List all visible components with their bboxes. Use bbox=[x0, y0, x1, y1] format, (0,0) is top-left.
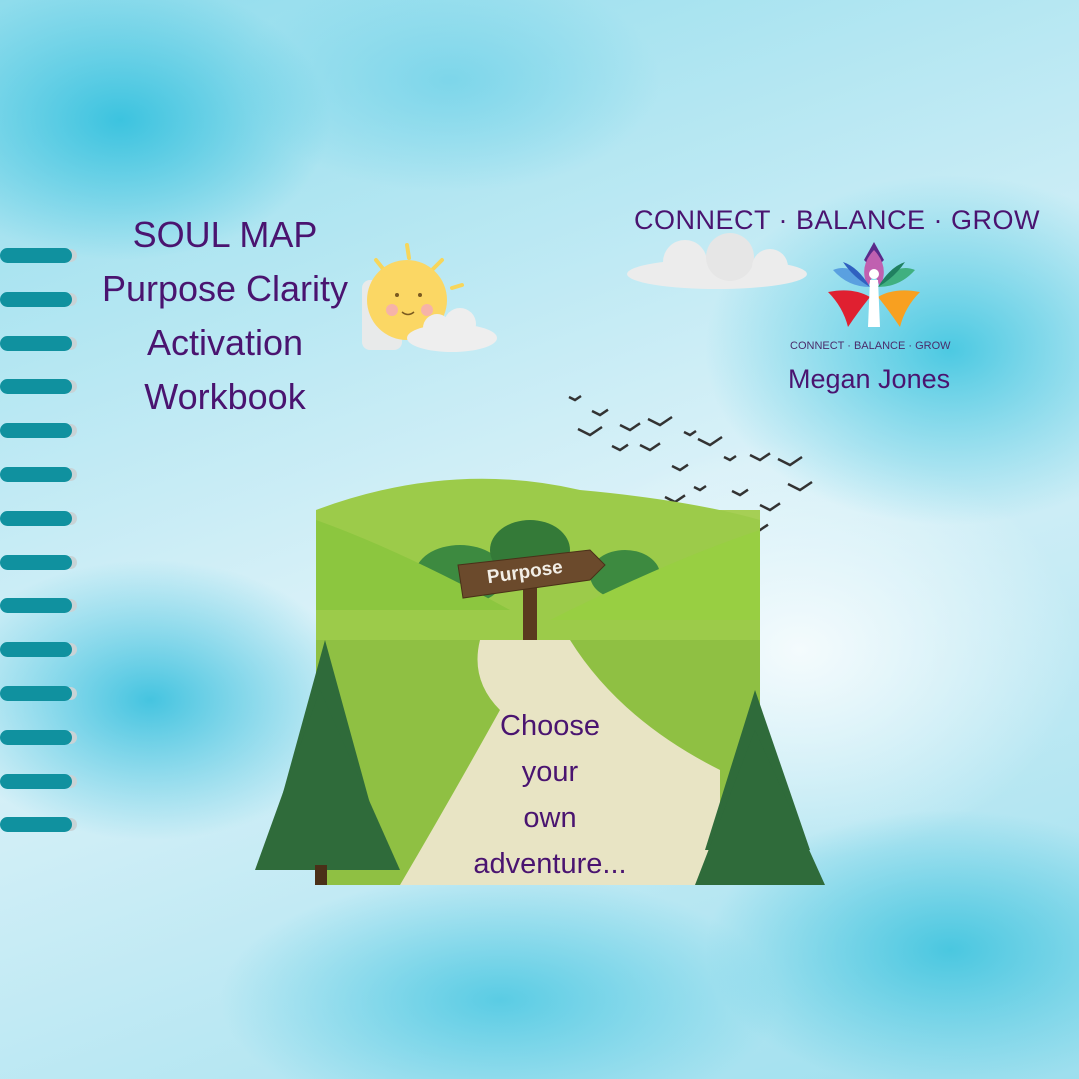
spiral-ring-icon bbox=[0, 598, 72, 614]
title-line: Activation bbox=[146, 322, 304, 363]
adventure-line: own bbox=[523, 802, 577, 834]
bird-icon bbox=[731, 488, 749, 497]
sun-icon bbox=[362, 243, 497, 352]
bird-icon bbox=[683, 429, 697, 437]
spiral-ring-icon bbox=[0, 686, 72, 701]
bird-icon bbox=[749, 452, 771, 462]
bird-icon bbox=[568, 394, 582, 402]
title-line: Workbook bbox=[144, 376, 306, 417]
adventure-line: adventure... bbox=[473, 848, 627, 880]
landscape-illustration bbox=[255, 478, 825, 885]
signpost-icon bbox=[523, 580, 537, 640]
spiral-ring-icon bbox=[0, 379, 72, 395]
lotus-logo-icon bbox=[828, 242, 920, 327]
title-line: SOUL MAP bbox=[132, 214, 318, 255]
spiral-ring-icon bbox=[0, 248, 72, 263]
bird-icon bbox=[647, 415, 673, 427]
spiral-ring-icon bbox=[0, 773, 72, 789]
adventure-line: Choose bbox=[500, 710, 600, 742]
bird-icon bbox=[619, 422, 641, 432]
spiral-ring-icon bbox=[0, 510, 72, 526]
bird-icon bbox=[611, 443, 629, 452]
title-line: Purpose Clarity bbox=[101, 268, 349, 309]
bird-icon bbox=[591, 408, 609, 417]
spiral-ring-icon bbox=[0, 467, 72, 482]
bird-icon bbox=[671, 463, 689, 472]
logo-tagline: CONNECT · BALANCE · GROW bbox=[790, 340, 951, 352]
bird-icon bbox=[639, 442, 661, 452]
spiral-ring-icon bbox=[0, 642, 72, 658]
cloud-icon bbox=[627, 233, 807, 289]
bird-icon bbox=[577, 425, 603, 437]
spiral-ring-icon bbox=[0, 423, 72, 439]
adventure-line: your bbox=[521, 756, 579, 788]
workbook-title: SOUL MAP Purpose Clarity Activation Work… bbox=[60, 208, 390, 424]
bird-icon bbox=[693, 484, 707, 492]
spiral-ring-icon bbox=[0, 335, 72, 351]
tagline: CONNECT · BALANCE · GROW bbox=[634, 205, 1041, 235]
bird-icon bbox=[697, 435, 723, 447]
spiral-ring-icon bbox=[0, 554, 72, 570]
spiral-ring-icon bbox=[0, 817, 72, 833]
tree-icon bbox=[255, 640, 825, 885]
bird-icon bbox=[723, 454, 737, 462]
bird-icon bbox=[759, 502, 781, 512]
bird-icon bbox=[787, 480, 813, 492]
bird-icon bbox=[777, 455, 803, 467]
spiral-ring-icon bbox=[0, 729, 72, 745]
author-name: Megan Jones bbox=[788, 364, 951, 394]
adventure-text: Choose your own adventure... bbox=[440, 703, 660, 887]
spiral-ring-icon bbox=[0, 291, 72, 307]
